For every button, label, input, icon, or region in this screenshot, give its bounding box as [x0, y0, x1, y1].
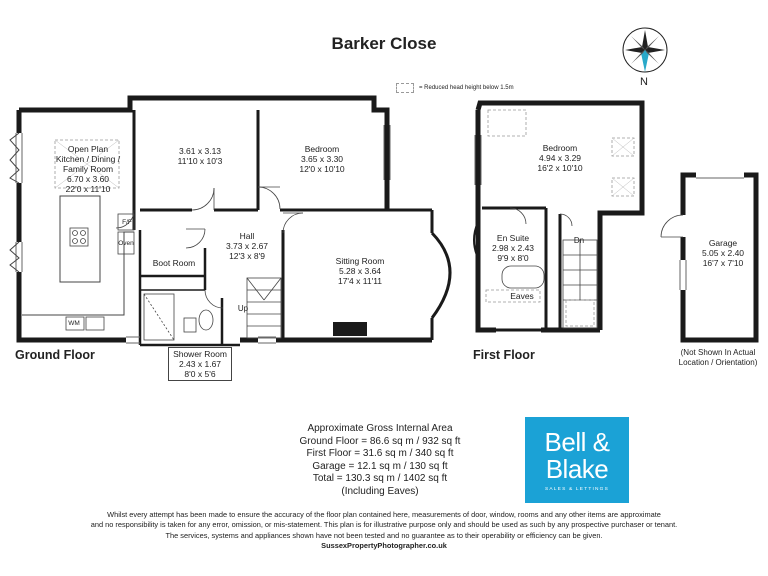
bifold-doors [9, 132, 20, 273]
photographer-website: SussexPropertyPhotographer.co.uk [321, 541, 447, 551]
garage-walls [680, 172, 759, 343]
garage-note: (Not Shown In Actual Location / Orientat… [678, 348, 758, 367]
fireplace [333, 322, 367, 336]
room-garage: Garage 5.05 x 2.40 16'7 x 7'10 [701, 238, 745, 268]
hob [69, 227, 89, 247]
stairs-down-label: Dn [573, 236, 585, 245]
compass-north-label: N [640, 76, 648, 88]
page-title: Barker Close [331, 34, 437, 53]
stairs-up-label: Up [237, 304, 249, 313]
first-floor-label: First Floor [473, 348, 535, 362]
shower-fixtures [143, 293, 214, 341]
first-floor-walls [475, 100, 645, 333]
fixture-washing-machine: WM [68, 320, 80, 327]
kitchen-island [59, 195, 101, 283]
room-en-suite: En Suite 2.98 x 2.43 9'9 x 8'0 [491, 233, 535, 263]
room-bedroom-first: Bedroom 4.94 x 3.29 16'2 x 10'10 [537, 143, 583, 173]
ground-floor-windows [15, 125, 391, 344]
eaves-label: Eaves [510, 291, 534, 301]
compass-icon [622, 27, 668, 73]
room-sitting-room: Sitting Room 5.28 x 3.64 17'4 x 11'11 [335, 256, 385, 286]
room-boot-room: Boot Room [152, 258, 196, 268]
fixture-fridge-freezer: F/F [122, 219, 132, 226]
room-open-plan: Open Plan Kitchen / Dining / Family Room… [55, 144, 121, 194]
room-bedroom-ground: Bedroom 3.65 x 3.30 12'0 x 10'10 [299, 144, 345, 174]
area-summary: Approximate Gross Internal Area Ground F… [299, 423, 461, 497]
fixture-oven: Oven [118, 240, 134, 247]
room-reception: 3.61 x 3.13 11'10 x 10'3 [177, 146, 223, 166]
ground-floor-walls [16, 95, 452, 347]
agency-logo: Bell & Blake SALES & LETTINGS [525, 417, 629, 503]
disclaimer: Whilst every attempt has been made to en… [0, 510, 768, 552]
legend-swatch [396, 83, 414, 93]
legend-text: = Reduced head height below 1.5m [419, 85, 514, 91]
ground-floor-label: Ground Floor [15, 348, 95, 362]
stairs-first [562, 239, 598, 329]
room-shower-room: Shower Room 2.43 x 1.67 8'0 x 5'6 [168, 347, 232, 381]
door-swings [115, 186, 304, 309]
room-hall: Hall 3.73 x 2.67 12'3 x 8'9 [225, 231, 269, 261]
bath [501, 265, 545, 289]
stairs-ground [246, 277, 282, 339]
